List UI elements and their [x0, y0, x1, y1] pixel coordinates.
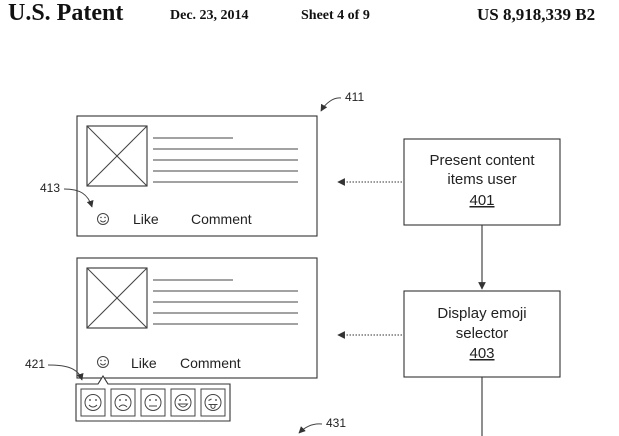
patent-sheet: Sheet 4 of 9: [301, 8, 370, 23]
emoji-tongue-option[interactable]: [200, 388, 226, 417]
emoji-frown-option[interactable]: [110, 388, 136, 417]
smiley-icon[interactable]: [97, 213, 109, 225]
like-button[interactable]: Like: [131, 355, 157, 371]
flow-box-401: Present content items user 401: [403, 138, 561, 226]
box-403-number: 403: [469, 345, 494, 362]
box-401-number: 401: [469, 192, 494, 209]
flow-box-403: Display emoji selector 403: [403, 290, 561, 378]
box-401-line2: items user: [447, 171, 516, 188]
image-placeholder-icon: [86, 125, 148, 187]
ref-431-arrow: [298, 423, 323, 434]
ref-413-arrow: [63, 188, 94, 208]
comment-button[interactable]: Comment: [180, 355, 241, 371]
panel-top-frame: [76, 115, 318, 237]
box-403-line1: Display emoji: [437, 305, 526, 322]
box-401-line1: Present content: [429, 152, 535, 169]
ref-411-arrow: [320, 97, 342, 112]
emoji-grin-option[interactable]: [170, 388, 196, 417]
box-403-line2: selector: [456, 325, 509, 342]
comment-button[interactable]: Comment: [191, 211, 252, 227]
image-placeholder-icon: [86, 267, 148, 329]
patent-number: US 8,918,339 B2: [477, 5, 596, 24]
text-lines-placeholder: [153, 137, 298, 183]
patent-header-left: U.S. Patent: [8, 0, 124, 26]
ref-431: 431: [326, 416, 346, 430]
text-lines-placeholder: [153, 279, 298, 325]
emoji-smile-option[interactable]: [80, 388, 106, 417]
emoji-selector: [75, 374, 231, 422]
content-panel-bottom: Like Comment: [76, 257, 318, 379]
panel-bottom-frame: [76, 257, 318, 379]
smiley-icon[interactable]: [97, 356, 109, 368]
patent-date: Dec. 23, 2014: [170, 8, 249, 23]
emoji-neutral-option[interactable]: [140, 388, 166, 417]
ref-421: 421: [25, 357, 45, 371]
content-panel-top: Like Comment: [76, 115, 318, 237]
like-button[interactable]: Like: [133, 211, 159, 227]
ref-411: 411: [345, 90, 364, 104]
ref-421-arrow: [47, 364, 84, 381]
ref-413: 413: [40, 181, 60, 195]
